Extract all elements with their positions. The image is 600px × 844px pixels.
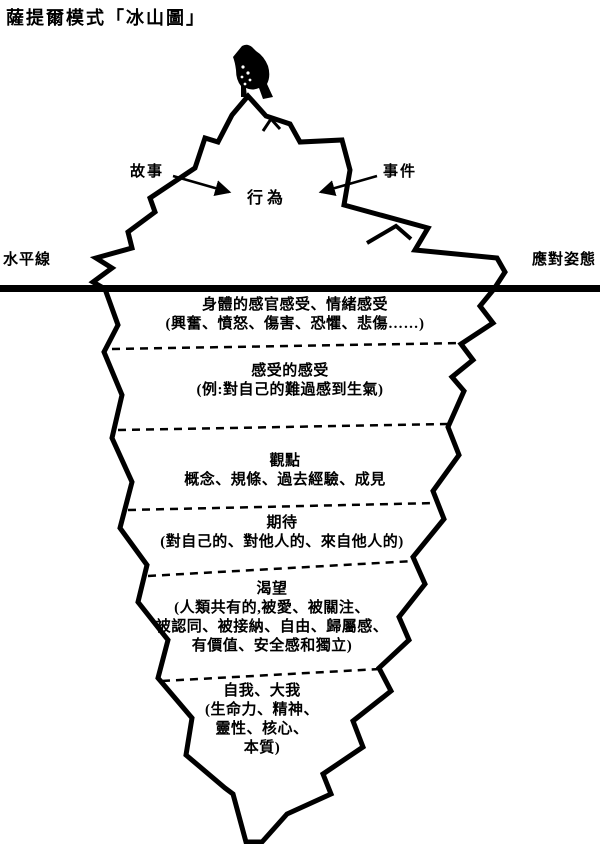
layer-line: 感受的感受 bbox=[251, 363, 329, 379]
iceberg-outline bbox=[88, 92, 508, 844]
story-label: 故事 bbox=[130, 164, 165, 180]
layer-line: (例:對自己的難過感到生氣) bbox=[196, 382, 384, 398]
dashed-divider-3 bbox=[127, 501, 437, 512]
layer-body-and-emotional-feelings: 身體的感官感受、情緒感受 (興奮、憤怒、傷害、恐懼、悲傷……) bbox=[118, 296, 472, 334]
layer-line: (人類共有的,被愛、被關注、 bbox=[174, 600, 370, 616]
event-label: 事件 bbox=[383, 164, 418, 180]
layer-line: 期待 bbox=[266, 515, 298, 531]
layer-self: 自我、大我 (生命力、精神、 靈性、核心、 本質) bbox=[90, 682, 434, 758]
layer-viewpoints: 觀點 概念、規條、過去經驗、成見 bbox=[108, 452, 462, 490]
layer-yearnings: 渴望 (人類共有的,被愛、被關注、 被認同、被接納、自由、歸屬感、 有價值、安全… bbox=[100, 580, 444, 656]
layer-feelings-about-feelings: 感受的感受 (例:對自己的難過感到生氣) bbox=[113, 362, 467, 400]
coping-stance-label: 應對姿態 bbox=[531, 252, 596, 268]
layer-line: 概念、規條、過去經驗、成見 bbox=[184, 472, 386, 488]
layer-expectations: 期待 (對自己的、對他人的、來自他人的) bbox=[105, 514, 459, 552]
layer-line: 身體的感官感受、情緒感受 bbox=[201, 297, 388, 313]
layer-line: 觀點 bbox=[269, 453, 301, 469]
dashed-divider-1 bbox=[111, 341, 463, 351]
layer-line: 被認同、被接納、自由、歸屬感、 bbox=[155, 619, 389, 635]
layer-line: 自我、大我 bbox=[223, 683, 301, 699]
waterline-left-label: 水平線 bbox=[3, 252, 52, 268]
right-chevron-mark bbox=[365, 223, 413, 245]
behavior-label: 行為 bbox=[247, 190, 288, 207]
layer-line: 靈性、核心、 bbox=[215, 721, 309, 737]
layer-line: 本質) bbox=[243, 740, 281, 756]
layer-line: 渴望 bbox=[256, 581, 288, 597]
peak-crack-mark bbox=[261, 116, 282, 132]
event-arrow bbox=[318, 174, 378, 197]
layer-line: (興奮、憤怒、傷害、恐懼、悲傷……) bbox=[165, 316, 425, 332]
bird-icon bbox=[233, 44, 273, 99]
layer-line: 有價值、安全感和獨立) bbox=[191, 638, 353, 654]
story-arrow bbox=[172, 174, 232, 197]
diagram-title: 薩提爾模式「冰山圖」 bbox=[6, 8, 206, 28]
waterline-bar bbox=[0, 285, 600, 292]
dashed-divider-4 bbox=[147, 559, 415, 578]
layer-line: (生命力、精神、 bbox=[205, 702, 319, 718]
layer-line: (對自己的、對他人的、來自他人的) bbox=[160, 534, 404, 550]
